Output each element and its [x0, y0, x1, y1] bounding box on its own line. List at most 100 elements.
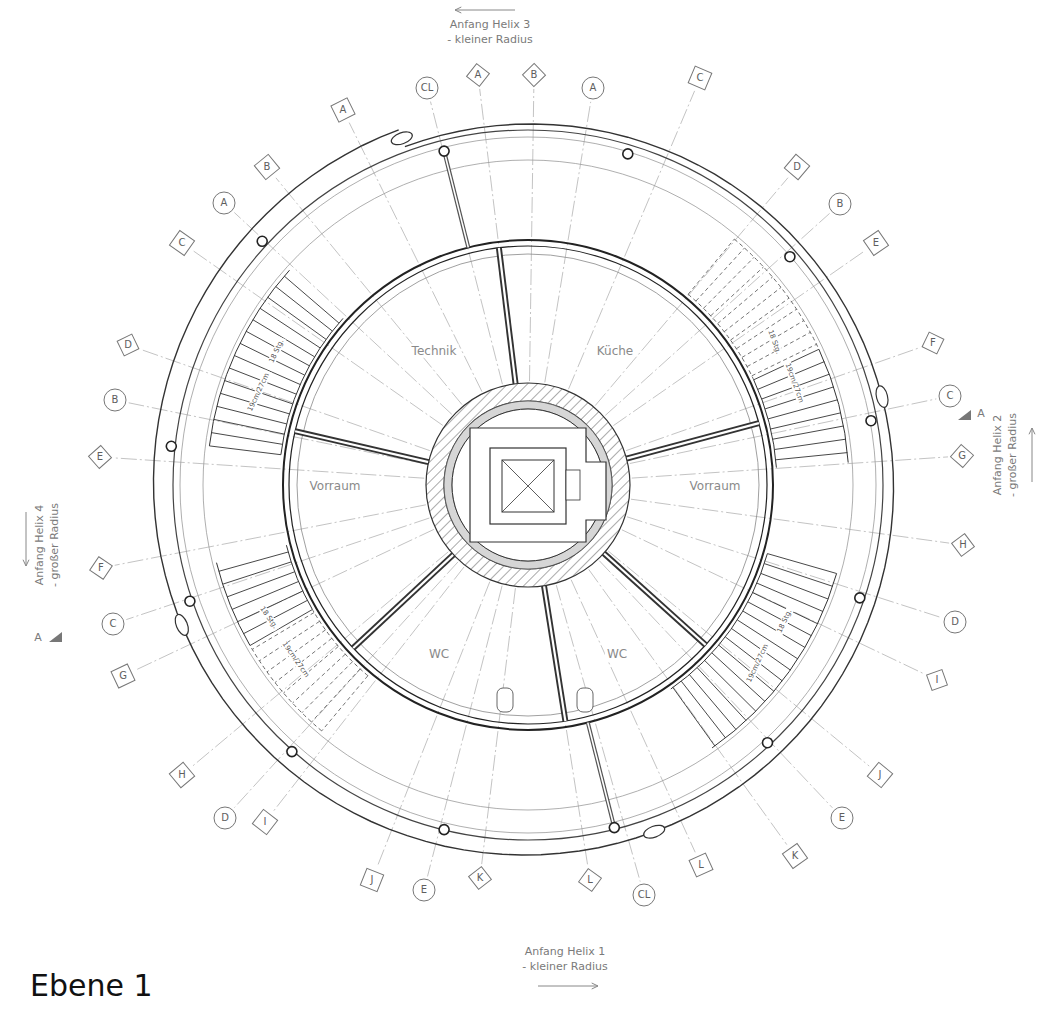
- core-wall-hatched: [426, 383, 630, 587]
- stair-tread: [211, 433, 282, 445]
- wall-ring: [180, 137, 876, 833]
- helix-note-holder: Anfang Helix 3: [450, 14, 531, 32]
- helix-start-ellipse: [390, 129, 414, 147]
- stair-tread: [322, 676, 368, 731]
- axis-letter: A: [581, 76, 605, 100]
- grid-axis-line: [530, 89, 534, 381]
- helix-note: Anfang Helix 2: [991, 415, 1004, 496]
- stair-tread: [771, 413, 841, 429]
- stair-note-holder: 18 Stg.: [768, 603, 797, 637]
- bubble-diamond: [922, 665, 953, 696]
- grid-axis-bubble: E: [412, 878, 436, 902]
- partition-wall-inner: [353, 555, 453, 648]
- outer-wall-inner: [444, 151, 468, 247]
- room-name-holder: Küche: [595, 341, 635, 359]
- helix-note-holder: Anfang Helix 1: [525, 941, 606, 959]
- axis-letter: L: [689, 853, 713, 877]
- stair-tread: [742, 321, 804, 358]
- partition-wall: [295, 431, 429, 462]
- stair-edge: [209, 270, 289, 446]
- bubble-diamond: [577, 867, 603, 893]
- bubble-circle: [214, 807, 236, 829]
- stair-tread: [688, 239, 734, 294]
- room-name-holder: Vorraum: [688, 476, 743, 494]
- partition-wall-inner: [627, 423, 759, 459]
- grid-axis-line: [234, 562, 458, 808]
- grid-axis-bubble: CL: [632, 883, 656, 907]
- room-name-holder: WC: [605, 644, 629, 662]
- bubble-circle: [939, 385, 961, 407]
- bubble-diamond: [465, 62, 491, 88]
- grid-axis-bubble: K: [783, 844, 807, 868]
- column: [866, 416, 876, 426]
- axis-letter: F: [921, 331, 945, 355]
- grid-axis-bubble: D: [943, 610, 967, 634]
- stair-tread: [209, 446, 281, 455]
- partition-wall: [604, 553, 706, 645]
- grid-axis-line: [428, 586, 503, 877]
- helix-start-ellipse: [173, 613, 191, 638]
- bubble-circle: [413, 879, 435, 901]
- partition-wall-inner: [544, 586, 565, 721]
- room-name-holder: Technik: [410, 341, 459, 359]
- section-marker: [958, 410, 971, 420]
- arrow-head: [455, 7, 461, 13]
- axis-letter: D: [943, 610, 967, 634]
- section-marker: [49, 632, 62, 642]
- axis-letter: E: [864, 231, 888, 255]
- axis-letter: CL: [415, 76, 439, 100]
- axis-letter: I: [253, 810, 277, 834]
- stair-tread: [764, 564, 832, 587]
- chimney-flue: [502, 460, 554, 512]
- arrow-head: [1029, 428, 1035, 434]
- grid-axis-bubble: E: [88, 445, 112, 469]
- bubble-square: [111, 664, 135, 688]
- helix-note-holder: Anfang Helix 2: [987, 415, 1005, 496]
- axis-letter: A: [212, 191, 236, 215]
- bubble-circle: [102, 613, 124, 635]
- grid-axis-bubble: B: [828, 192, 852, 216]
- stair-tread: [250, 610, 312, 646]
- wall-ring: [283, 240, 773, 730]
- grid-axis-bubble: E: [864, 231, 888, 255]
- bubble-diamond: [467, 865, 493, 891]
- bubble-circle: [213, 192, 235, 214]
- column: [439, 825, 449, 835]
- room-name: Technik: [410, 344, 459, 358]
- stair-edge: [712, 574, 837, 748]
- bubble-square: [782, 843, 807, 868]
- axis-letter: J: [360, 868, 384, 892]
- grid-axis-bubble: D: [116, 333, 140, 357]
- axis-letter: L: [578, 868, 602, 892]
- axis-letter: A: [331, 98, 355, 122]
- column: [763, 738, 773, 748]
- partition-wall: [499, 248, 516, 384]
- stair-tread: [767, 554, 836, 574]
- helix-note-holder: - großer Radius: [44, 503, 62, 587]
- wall-ring: [297, 254, 759, 716]
- grid-axis-line: [627, 517, 942, 618]
- column: [287, 747, 297, 757]
- grid-axis-bubble: G: [111, 664, 135, 688]
- axis-letter: A: [466, 63, 490, 87]
- stair-tread: [748, 602, 812, 636]
- bubble-square: [331, 98, 355, 122]
- bubble-square: [169, 230, 194, 255]
- grid-axis-line: [605, 213, 829, 415]
- partition-wall-inner: [604, 553, 706, 645]
- stair-tread: [214, 419, 284, 434]
- bubble-square: [863, 230, 888, 255]
- grid-axis-line: [595, 178, 788, 406]
- axis-letter: H: [951, 533, 975, 557]
- axis-letter: B: [103, 388, 127, 412]
- room-name: WC: [427, 647, 451, 661]
- helix-start-ellipse: [874, 385, 890, 409]
- section-letter-holder: A: [977, 403, 985, 421]
- helix-note-holder: Anfang Helix 4: [29, 505, 47, 586]
- wall-ring: [289, 246, 767, 724]
- axis-letter: K: [468, 866, 492, 890]
- bubble-circle: [633, 884, 655, 906]
- stair-note: 19cm/27cm: [783, 360, 806, 406]
- grid-axis-bubble: D: [213, 806, 237, 830]
